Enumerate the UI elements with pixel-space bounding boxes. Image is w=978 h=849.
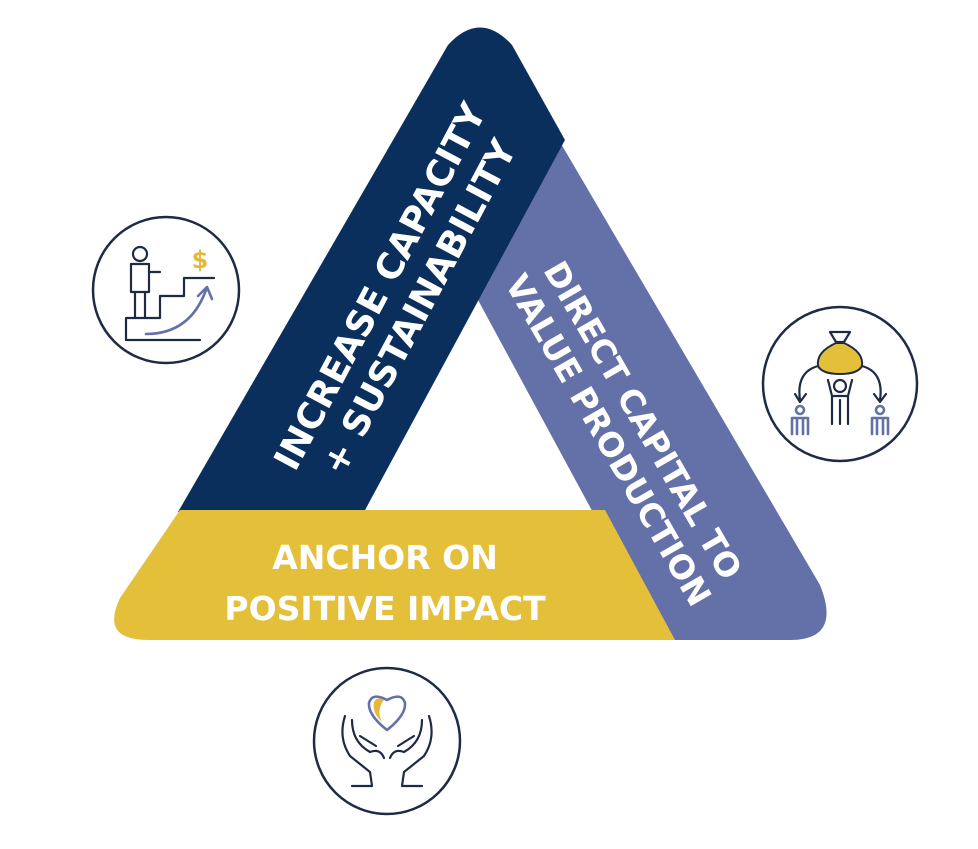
heart-in-hands-icon [312,666,462,816]
impact-label: ANCHOR ON POSITIVE IMPACT [224,538,546,628]
capital-distribution-icon [761,305,919,463]
capacity-segment [178,27,565,512]
impact-label-line1: ANCHOR ON [272,538,498,577]
capital-segment [478,142,827,640]
growth-stairs-icon: $ [91,215,241,365]
impact-label-line2: POSITIVE IMPACT [224,589,546,628]
dollar-symbol: $ [192,246,209,274]
impact-segment [114,510,675,640]
